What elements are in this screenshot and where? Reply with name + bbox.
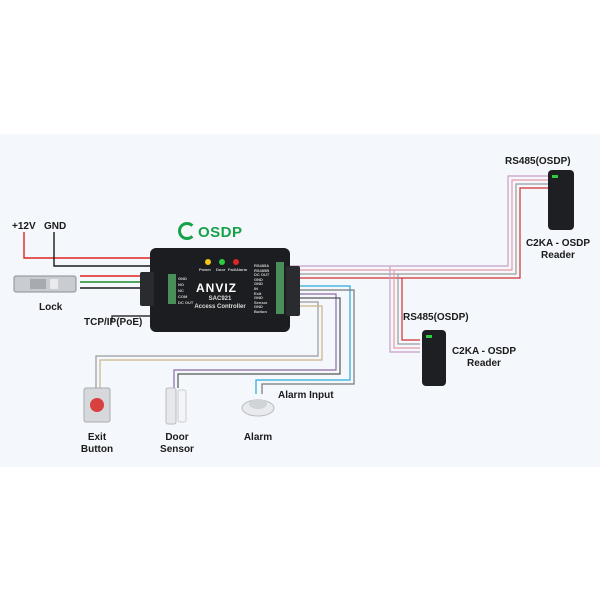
terminal-label: NC (178, 288, 184, 293)
right-terminal-labels: RS485A RS485B DC OUT GND GND IN Exit GND… (254, 263, 270, 315)
door-sensor-wires (173, 293, 341, 388)
lock-device (13, 275, 77, 293)
reader-1-name-line1: C2KA - OSDP (525, 238, 591, 249)
led-label-power: Power (199, 267, 212, 272)
rs485-bus-reader-2 (389, 266, 420, 353)
plus12v-label: +12V (12, 221, 36, 232)
terminal-label: COM (178, 294, 188, 299)
osdp-ring-icon (178, 222, 196, 240)
terminal-label: Sensor (254, 299, 268, 305)
rs485-bus-reader-1 (290, 175, 548, 279)
controller-subtitle: Access Controller (194, 304, 246, 310)
terminal-label: GND (254, 295, 263, 301)
lock-label: Lock (39, 302, 63, 313)
gnd-label: GND (44, 221, 67, 232)
exit-button-wires (95, 301, 323, 388)
alarm-wires (255, 285, 355, 394)
terminal-label: RS485B (254, 267, 270, 273)
osdp-logo: OSDP (178, 222, 243, 241)
led-label-door: Door (216, 267, 226, 272)
power-wires (23, 232, 150, 267)
alarm-device (241, 399, 275, 417)
tcpip-label: TCP/IP(PoE) (84, 317, 143, 328)
terminal-label: Button (254, 308, 267, 314)
exit-button-label-line1: Exit (87, 432, 107, 443)
reader-1-device (548, 170, 574, 230)
terminal-label: IN (254, 285, 258, 291)
door-sensor-label-line1: Door (165, 432, 189, 443)
terminal-label: GND (254, 276, 263, 282)
access-controller (140, 248, 300, 332)
door-sensor-label-line2: Sensor (160, 444, 194, 455)
terminal-label: Exit (254, 290, 262, 296)
exit-button-device (83, 387, 111, 423)
terminal-label: NO (178, 282, 184, 287)
tcpip-cable (111, 315, 150, 322)
terminal-label: RS485A (254, 263, 270, 268)
terminal-label: GND (254, 281, 263, 287)
alarm-label: Alarm (243, 432, 273, 443)
exit-button-label-line2: Button (80, 444, 114, 455)
reader-2-name-line2: Reader (467, 358, 501, 369)
osdp-logo-text: OSDP (198, 224, 243, 241)
terminal-label: GND (178, 276, 187, 281)
terminal-label: DC OUT (254, 272, 270, 278)
door-sensor-device (165, 387, 187, 425)
reader-2-bus-label: RS485(OSDP) (403, 312, 469, 323)
controller-model: SAC921 (208, 296, 232, 302)
reader-2-name-line1: C2KA - OSDP (451, 346, 517, 357)
led-label-fail-alarm: Fail/Alarm (228, 267, 248, 272)
terminal-label: GND (254, 304, 263, 310)
left-terminal-labels: GND NO NC COM DC OUT (178, 276, 193, 306)
terminal-label: DC OUT (178, 300, 194, 305)
controller-brand: ANVIZ (196, 281, 237, 295)
alarm-input-label: Alarm Input (278, 390, 334, 401)
lock-wires (80, 275, 150, 289)
reader-1-bus-label: RS485(OSDP) (505, 156, 571, 167)
reader-2-device (422, 330, 446, 386)
reader-1-name-line2: Reader (541, 250, 575, 261)
